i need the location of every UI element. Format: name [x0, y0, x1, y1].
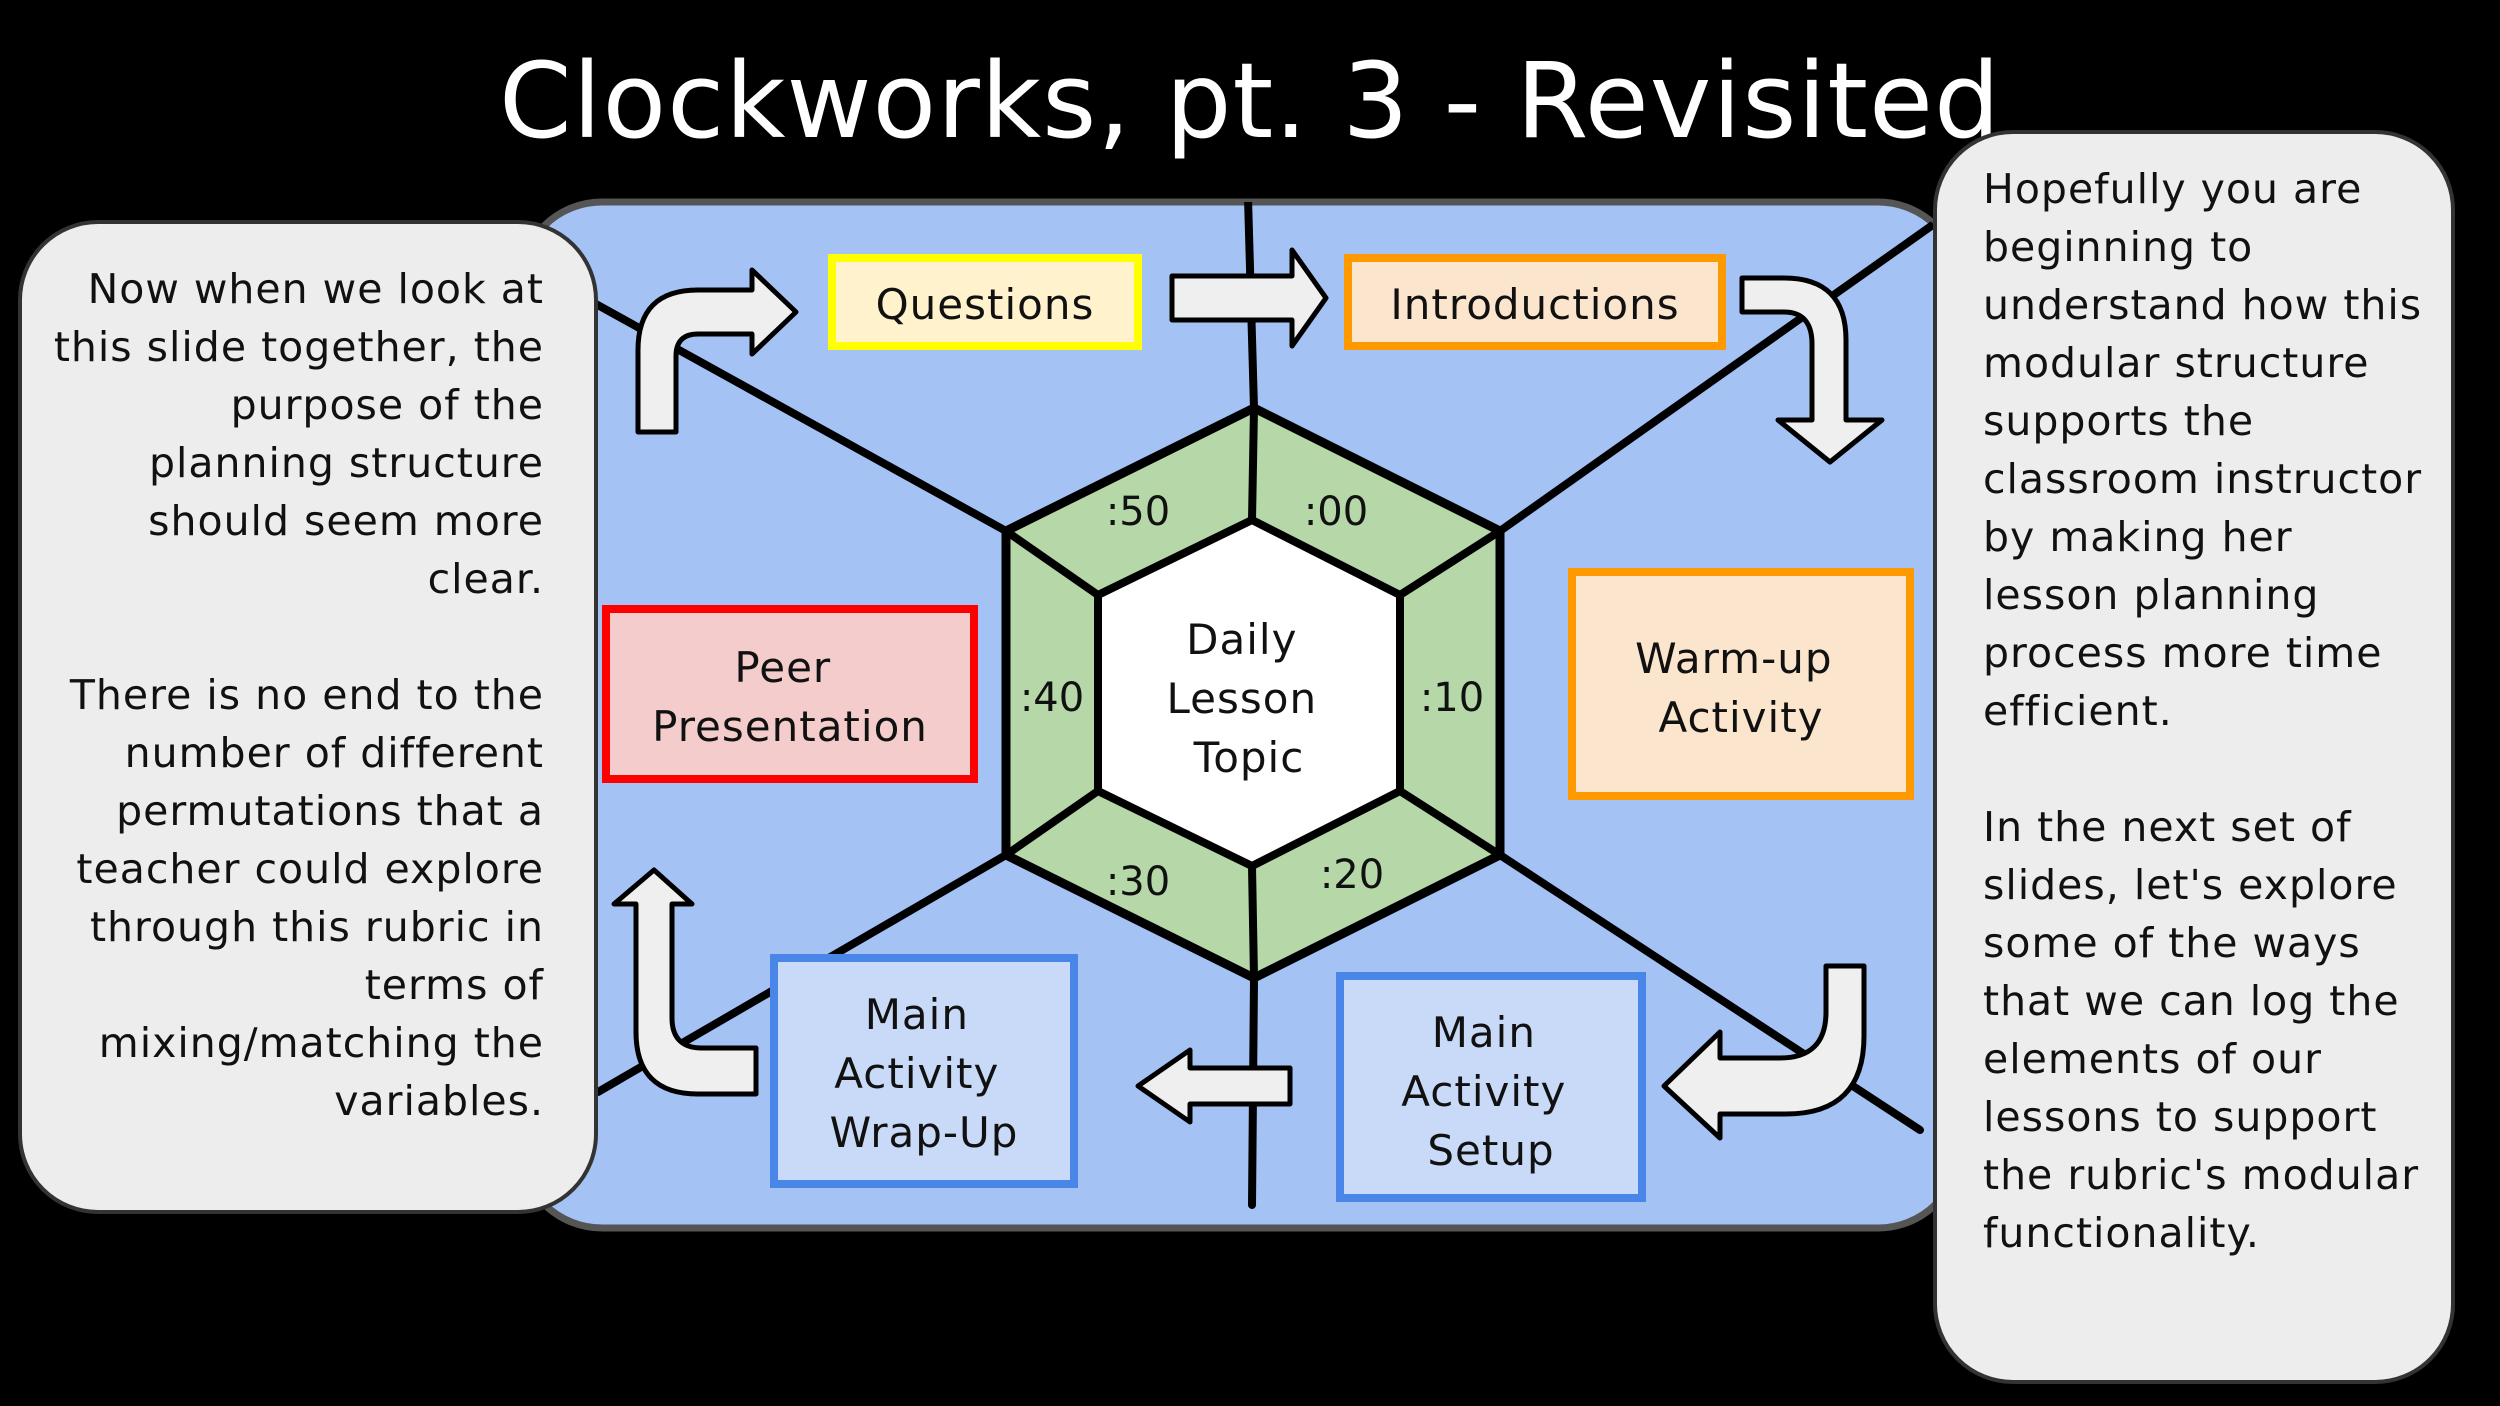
- box-peer-line-1: Peer: [734, 643, 831, 692]
- time-label-30: :30: [1106, 859, 1170, 905]
- arrow-left-icon: [1135, 1047, 1293, 1125]
- box-peer-line-2: Presentation: [652, 702, 928, 751]
- box-wrapup-line-1: Main: [865, 990, 969, 1039]
- hexagon-center: [1094, 516, 1404, 870]
- box-setup-line-1: Main: [1432, 1008, 1536, 1057]
- left-paragraph-2: There is no end to the number of differe…: [69, 671, 544, 1125]
- spoke-upper-left: [520, 258, 1010, 535]
- hexagon-dividers: [1003, 407, 1503, 979]
- arrow-right-icon: [1169, 247, 1329, 349]
- box-wrapup-line-3: Wrap-Up: [830, 1108, 1019, 1157]
- box-setup-line-2: Activity: [1401, 1067, 1566, 1116]
- box-peer-text: Peer Presentation: [652, 643, 928, 751]
- center-topic: Daily Lesson Topic: [1167, 615, 1332, 782]
- box-warmup-line-1: Warm-up: [1635, 634, 1832, 683]
- time-label-20: :20: [1320, 852, 1384, 898]
- slide-title: Clockworks, pt. 3 - Revisited: [498, 40, 2002, 162]
- box-setup-text: Main Activity Setup: [1401, 1008, 1580, 1175]
- center-line-3: Topic: [1193, 733, 1305, 782]
- curved-arrow-up-right-icon: [635, 267, 799, 435]
- box-setup-line-3: Setup: [1427, 1126, 1554, 1175]
- curved-arrow-left-up-icon: [611, 867, 759, 1097]
- box-wrapup-line-2: Activity: [834, 1049, 999, 1098]
- center-line-1: Daily: [1186, 615, 1297, 664]
- box-wrapup-text: Main Activity Wrap-Up: [830, 990, 1019, 1157]
- box-setup: Main Activity Setup: [1336, 972, 1646, 1202]
- box-questions: Questions: [828, 254, 1142, 350]
- spoke-upper-right: [1496, 202, 1960, 535]
- box-introductions: Introductions: [1344, 254, 1726, 350]
- center-line-2: Lesson: [1167, 674, 1318, 723]
- left-paragraph-1: Now when we look at this slide together,…: [53, 265, 544, 603]
- curved-arrow-down-left-icon: [1661, 963, 1867, 1141]
- box-peer-presentation: Peer Presentation: [602, 605, 978, 783]
- box-introductions-label: Introductions: [1390, 280, 1679, 329]
- box-questions-label: Questions: [876, 280, 1095, 329]
- right-text-panel: Hopefully you are beginning to understan…: [1933, 130, 2455, 1384]
- time-label-10: :10: [1420, 675, 1484, 721]
- time-label-00: :00: [1304, 489, 1368, 535]
- right-paragraph-2: In the next set of slides, let's explore…: [1983, 803, 2420, 1257]
- curved-arrow-right-down-icon: [1739, 275, 1885, 465]
- box-wrapup: Main Activity Wrap-Up: [770, 954, 1078, 1188]
- box-warmup-text: Warm-up Activity: [1635, 634, 1847, 742]
- time-label-40: :40: [1020, 675, 1084, 721]
- left-text-panel: Now when we look at this slide together,…: [18, 220, 598, 1214]
- box-warmup: Warm-up Activity: [1568, 568, 1914, 800]
- time-label-50: :50: [1106, 489, 1170, 535]
- right-paragraph-1: Hopefully you are beginning to understan…: [1983, 165, 2423, 735]
- box-warmup-line-2: Activity: [1658, 693, 1823, 742]
